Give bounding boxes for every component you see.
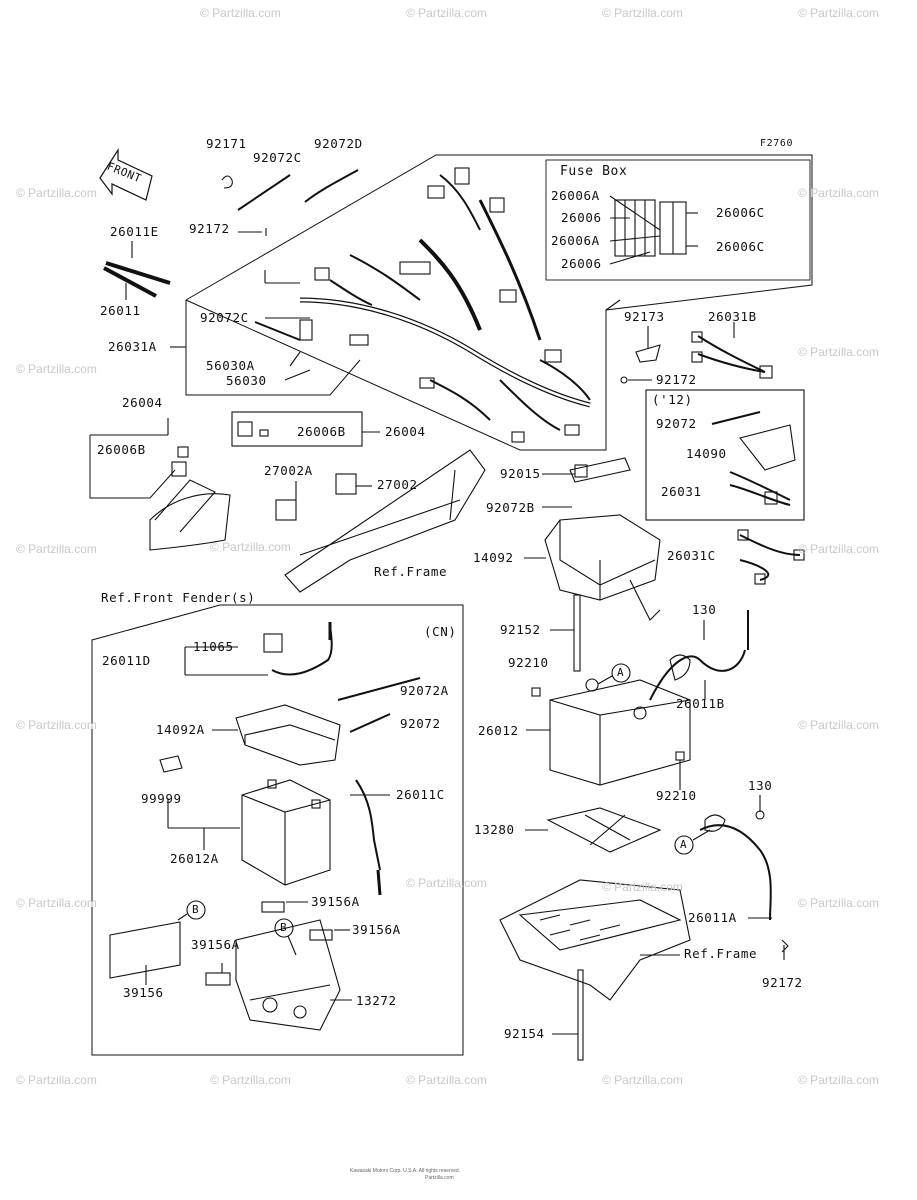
fuse-box-part-label: 26006C xyxy=(716,239,765,254)
part-label-26011B: 26011B xyxy=(676,696,725,711)
watermark: © Partzilla.com xyxy=(602,1073,683,1087)
part-label-92015: 92015 xyxy=(500,466,541,481)
part-label-26031: 26031 xyxy=(661,484,702,499)
ref-frame-label-2: Ref.Frame xyxy=(684,946,758,961)
part-label-13272: 13272 xyxy=(356,993,397,1008)
part-label-26012: 26012 xyxy=(478,723,519,738)
part-label-26004-right: 26004 xyxy=(385,424,426,439)
part-label-56030: 56030 xyxy=(226,373,267,388)
watermark: © Partzilla.com xyxy=(16,896,97,910)
part-label-56030A: 56030A xyxy=(206,358,255,373)
watermark: © Partzilla.com xyxy=(16,542,97,556)
part-label-92072D: 92072D xyxy=(314,136,363,151)
fuse-box-title: Fuse Box xyxy=(560,164,628,179)
part-label-39156: 39156 xyxy=(123,985,164,1000)
watermark: © Partzilla.com xyxy=(798,186,879,200)
watermark: © Partzilla.com xyxy=(798,345,879,359)
watermark: © Partzilla.com xyxy=(16,362,97,376)
watermark: © Partzilla.com xyxy=(200,6,281,20)
callout-b: B xyxy=(280,921,288,934)
part-label-92172-right: 92172 xyxy=(656,372,697,387)
part-label-26031C: 26031C xyxy=(667,548,716,563)
part-label-92171: 92171 xyxy=(206,136,247,151)
fuse-box-part-label: 26006A xyxy=(551,233,600,248)
part-label-14090: 14090 xyxy=(686,446,727,461)
part-label-26011: 26011 xyxy=(100,303,141,318)
watermark: © Partzilla.com xyxy=(406,876,487,890)
part-label-92210-b: 92210 xyxy=(656,788,697,803)
watermark: © Partzilla.com xyxy=(602,6,683,20)
fuse-box-part-label: 26006A xyxy=(551,188,600,203)
watermark: © Partzilla.com xyxy=(210,540,291,554)
watermark: © Partzilla.com xyxy=(798,6,879,20)
footer-copyright: Kawasaki Motors Corp. U.S.A. All rights … xyxy=(350,1168,461,1174)
watermark: © Partzilla.com xyxy=(798,542,879,556)
part-label-92173: 92173 xyxy=(624,309,665,324)
part-label-92072: 92072 xyxy=(656,416,697,431)
part-label-26011E: 26011E xyxy=(110,224,159,239)
ref-frame-label: Ref.Frame xyxy=(374,564,448,579)
part-label-92172-bottom: 92172 xyxy=(762,975,803,990)
watermark: © Partzilla.com xyxy=(210,1073,291,1087)
part-label-26011D: 26011D xyxy=(102,653,151,668)
part-label-26031A: 26031A xyxy=(108,339,157,354)
part-label-26011A: 26011A xyxy=(688,910,737,925)
part-label-92072C-top: 92072C xyxy=(253,150,302,165)
figure-code: F2760 xyxy=(760,138,794,149)
watermark: © Partzilla.com xyxy=(16,718,97,732)
part-label-26006B-left: 26006B xyxy=(97,442,146,457)
fuse-box-part-label: 26006 xyxy=(561,210,602,225)
part-label-92172-top: 92172 xyxy=(189,221,230,236)
part-label-14092: 14092 xyxy=(473,550,514,565)
ref-front-fender-label: Ref.Front Fender(s) xyxy=(101,590,256,605)
part-label-92072B: 92072B xyxy=(486,500,535,515)
model-year-note: ('12) xyxy=(652,392,693,407)
watermark: © Partzilla.com xyxy=(798,718,879,732)
watermark: © Partzilla.com xyxy=(798,1073,879,1087)
part-label-26031B: 26031B xyxy=(708,309,757,324)
part-label-92072A: 92072A xyxy=(400,683,449,698)
watermark: © Partzilla.com xyxy=(406,1073,487,1087)
watermark: © Partzilla.com xyxy=(406,6,487,20)
part-label-26004-top: 26004 xyxy=(122,395,163,410)
watermark: © Partzilla.com xyxy=(16,186,97,200)
part-label-26011C: 26011C xyxy=(396,787,445,802)
part-label-26006B-box: 26006B xyxy=(297,424,346,439)
fuse-box-part-label: 26006 xyxy=(561,256,602,271)
watermark: © Partzilla.com xyxy=(602,880,683,894)
part-label-39156A-2: 39156A xyxy=(352,922,401,937)
cn-box-title: (CN) xyxy=(424,624,457,639)
part-label-92072-cn: 92072 xyxy=(400,716,441,731)
fuse-box-part-label: 26006C xyxy=(716,205,765,220)
part-label-92154: 92154 xyxy=(504,1026,545,1041)
part-label-11065: 11065 xyxy=(193,639,234,654)
part-label-14092A: 14092A xyxy=(156,722,205,737)
footer-site: Partzilla.com xyxy=(425,1175,454,1181)
part-label-92072C-mid: 92072C xyxy=(200,310,249,325)
part-label-27002A: 27002A xyxy=(264,463,313,478)
part-label-27002: 27002 xyxy=(377,477,418,492)
watermark: © Partzilla.com xyxy=(798,896,879,910)
callout-a: A xyxy=(680,838,688,851)
callout-b: B xyxy=(192,903,200,916)
watermark: © Partzilla.com xyxy=(16,1073,97,1087)
part-label-39156A-3: 39156A xyxy=(191,937,240,952)
part-label-13280: 13280 xyxy=(474,822,515,837)
part-label-92152: 92152 xyxy=(500,622,541,637)
callout-a: A xyxy=(617,666,625,679)
part-label-130-b: 130 xyxy=(748,778,773,793)
part-label-99999: 99999 xyxy=(141,791,182,806)
part-label-130-a: 130 xyxy=(692,602,717,617)
part-label-39156A-1: 39156A xyxy=(311,894,360,909)
part-label-26012A: 26012A xyxy=(170,851,219,866)
part-label-92210-a: 92210 xyxy=(508,655,549,670)
